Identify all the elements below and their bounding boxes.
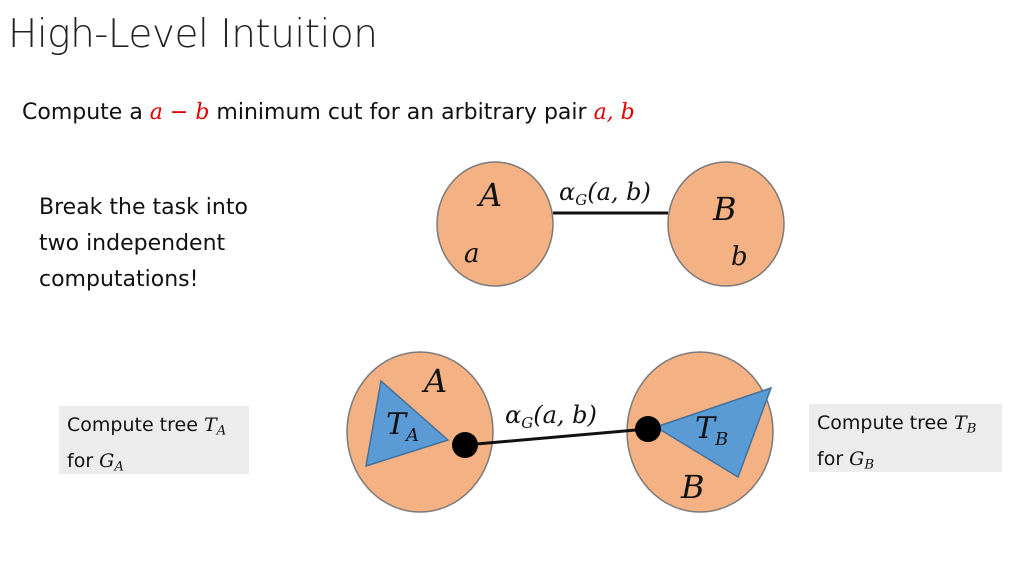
top-node-a-label: A (476, 176, 502, 214)
bottom-edge (464, 427, 649, 447)
top-edge-label: αG(a, b) (559, 178, 651, 209)
note-line-3: computations! (39, 267, 199, 292)
subtitle-prefix: Compute a (22, 100, 150, 125)
task-note: Break the task into two independent comp… (39, 190, 248, 298)
top-node-a (436, 161, 554, 287)
cut-vertex-b: b (195, 100, 210, 125)
vertex-a-dot (452, 432, 478, 458)
bottom-diagram: A TA B TB αG(a, b) (346, 351, 774, 513)
compute-tree-a-box: Compute tree TA for GA (59, 406, 249, 475)
page-title: High-Level Intuition (8, 12, 378, 57)
cut-dash: − (162, 100, 196, 125)
bottom-node-a-label: A (421, 362, 447, 400)
pair-label: a, b (593, 100, 635, 125)
bottom-node-b-label: B (680, 468, 705, 506)
top-node-b (667, 161, 785, 287)
note-line-1: Break the task into (39, 195, 248, 220)
tree-a-label: TA (386, 407, 419, 446)
top-node-b-vertex: b (731, 242, 748, 272)
box-right-line-2: for GB (817, 448, 875, 473)
tree-b-label: TB (695, 411, 728, 450)
tree-a-triangle (365, 379, 450, 468)
box-right-line-1: Compute tree TB (817, 412, 977, 437)
cut-vertex-a: a (149, 100, 163, 125)
top-diagram: A a B b αG(a, b) (436, 161, 785, 287)
bottom-edge-label: αG(a, b) (505, 401, 597, 432)
vertex-b-dot (635, 416, 661, 442)
note-line-2: two independent (39, 231, 226, 256)
tree-b-triangle (654, 386, 773, 479)
box-left-line-1: Compute tree TA (67, 414, 227, 439)
top-node-a-vertex: a (464, 239, 480, 269)
box-left-line-2: for GA (67, 450, 124, 475)
subtitle: Compute a a − b minimum cut for an arbit… (22, 100, 635, 125)
subtitle-middle: minimum cut for an arbitrary pair (209, 100, 594, 125)
compute-tree-b-box: Compute tree TB for GB (809, 404, 1002, 473)
top-node-b-label: B (712, 190, 737, 228)
